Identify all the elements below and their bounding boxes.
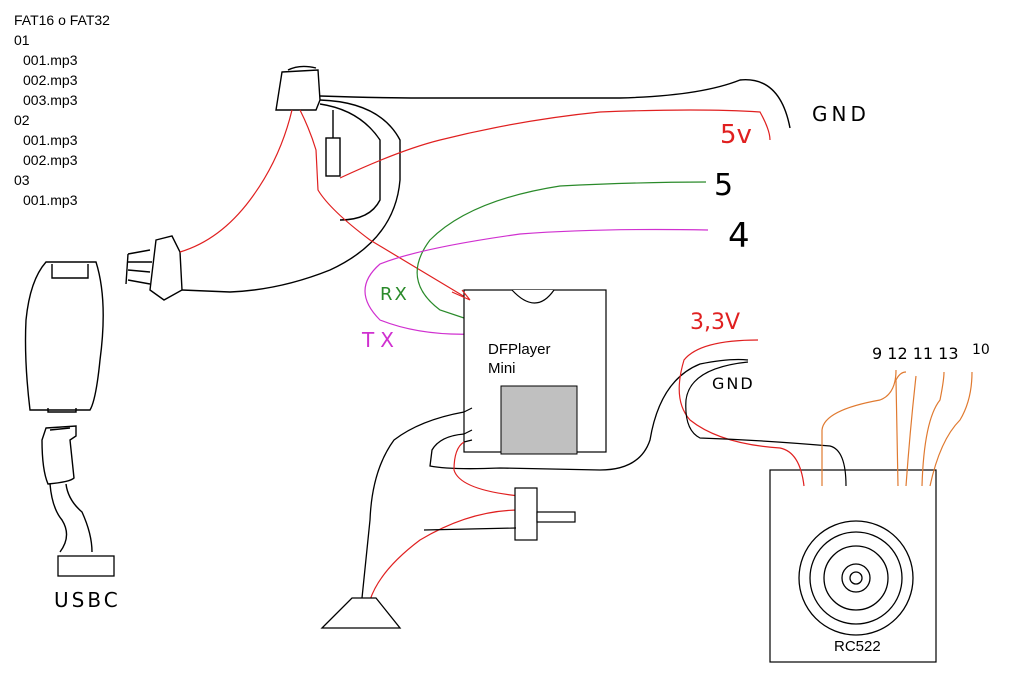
file-name: 002.mp3 <box>23 152 78 168</box>
dfplayer-label: DFPlayer Mini <box>488 340 551 378</box>
5v-label: 5v <box>720 120 752 150</box>
wire-5v-red <box>179 109 771 301</box>
file-system-label: FAT16 o FAT32 <box>14 12 110 28</box>
dfplayer-module <box>463 289 607 455</box>
potentiometer <box>423 487 576 541</box>
wire-speaker-red <box>369 441 521 601</box>
dfplayer-label-line2: Mini <box>488 360 516 377</box>
speaker <box>320 597 402 629</box>
usbc-label: USBC <box>54 588 121 612</box>
3v3-label: 3,3V <box>690 310 741 335</box>
pin-5-label: 5 <box>714 168 734 203</box>
gnd-top-label: GND <box>812 102 870 126</box>
sd-card-file-list: FAT16 o FAT32 01 001.mp3 002.mp3 003.mp3… <box>14 10 110 210</box>
usb-cable <box>41 425 93 553</box>
pin-4-label: 4 <box>728 216 750 256</box>
wire-rx-green <box>416 181 707 321</box>
usb-c-plug <box>57 555 115 577</box>
file-name: 001.mp3 <box>23 52 78 68</box>
file-name: 003.mp3 <box>23 92 78 108</box>
folder-name: 02 <box>14 112 30 128</box>
dfplayer-chip <box>500 385 578 455</box>
rc522-pin10-label: 10 <box>972 342 990 358</box>
file-name: 002.mp3 <box>23 72 78 88</box>
rx-label: RX <box>380 284 409 305</box>
wire-speaker <box>361 358 749 599</box>
rc522-pins-label: 9 12 11 13 <box>872 344 959 363</box>
wire-tx-magenta <box>364 228 709 335</box>
rc522-module <box>769 469 937 663</box>
wire-gnd-rc-black <box>685 361 847 487</box>
tx-label: TX <box>362 328 400 352</box>
wire-rc522-signals <box>821 369 973 487</box>
file-name: 001.mp3 <box>23 192 78 208</box>
battery-holder <box>24 261 104 413</box>
rx-tx-marks <box>451 289 471 301</box>
wire-3v3-red <box>678 339 805 487</box>
wire-gnd-black <box>181 79 791 293</box>
gnd-rc522-label: GND <box>712 374 755 393</box>
file-name: 001.mp3 <box>23 132 78 148</box>
dfplayer-label-line1: DFPlayer <box>488 341 551 358</box>
connector-top <box>275 65 321 111</box>
rc522-label: RC522 <box>834 638 881 655</box>
resistor <box>325 110 341 177</box>
folder-name: 01 <box>14 32 30 48</box>
connector-left <box>125 235 183 301</box>
folder-name: 03 <box>14 172 30 188</box>
